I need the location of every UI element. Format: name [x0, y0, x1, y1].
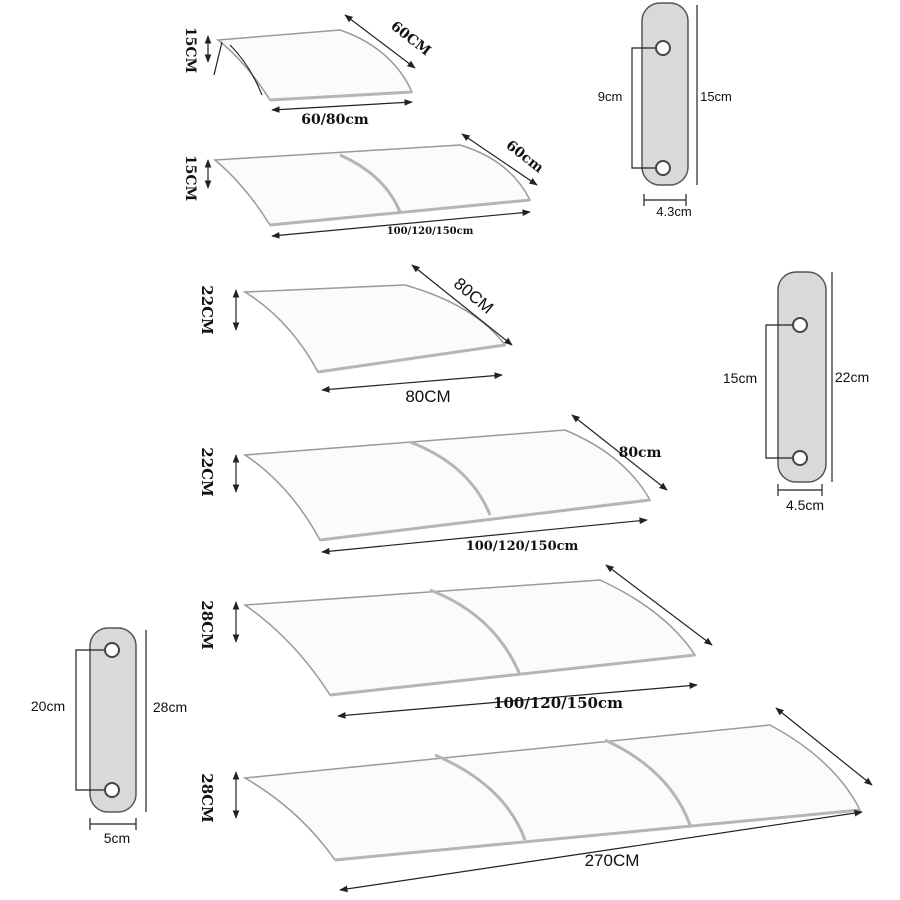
awning-1: 15CM 60CM 60/80cm	[182, 14, 434, 128]
awning-5: 28CM 100/120/150cm	[198, 564, 713, 719]
awning-6-width-label: 270CM	[585, 851, 640, 870]
bracket-c-height: 28cm	[153, 699, 187, 715]
bracket-b-width: 4.5cm	[786, 497, 824, 513]
awning-3-height-label: 22CM	[198, 285, 216, 334]
awning-2-width-label: 100/120/150cm	[387, 226, 474, 237]
awning-6-height-label: 28CM	[198, 773, 216, 822]
awning-4-width-label: 100/120/150cm	[466, 539, 579, 554]
awning-1-height-label: 15CM	[182, 27, 198, 73]
bracket-b-hole-spacing: 15cm	[723, 370, 757, 386]
awning-5-height-label: 28CM	[198, 600, 216, 649]
awning-1-depth-label: 60CM	[387, 18, 433, 59]
awning-3-width-label: 80CM	[405, 387, 450, 406]
awning-1-width-label: 60/80cm	[301, 112, 369, 128]
bracket-28cm: 20cm 28cm 5cm	[31, 627, 187, 846]
bracket-22cm: 15cm 22cm 4.5cm	[723, 271, 869, 513]
bracket-a-height: 15cm	[700, 89, 732, 104]
bracket-a-hole-spacing: 9cm	[598, 89, 623, 104]
awning-2-depth-label: 60cm	[503, 137, 547, 176]
awning-6: 28CM 270CM	[198, 707, 873, 893]
bracket-c-width: 5cm	[104, 830, 130, 846]
awning-4-depth-label: 80cm	[619, 445, 662, 461]
awning-2: 15CM 60cm 100/120/150cm	[182, 133, 547, 239]
bracket-a-width: 4.3cm	[656, 204, 691, 219]
bracket-c-hole-spacing: 20cm	[31, 698, 65, 714]
bracket-b-height: 22cm	[835, 369, 869, 385]
awning-3: 22CM 80CM 80CM	[198, 264, 513, 406]
bracket-15cm: 9cm 15cm 4.3cm	[598, 2, 732, 219]
awning-2-height-label: 15CM	[182, 155, 198, 201]
awning-4: 22CM 80cm 100/120/150cm	[198, 414, 668, 555]
awning-4-height-label: 22CM	[198, 447, 216, 496]
awning-5-width-label: 100/120/150cm	[493, 694, 623, 712]
